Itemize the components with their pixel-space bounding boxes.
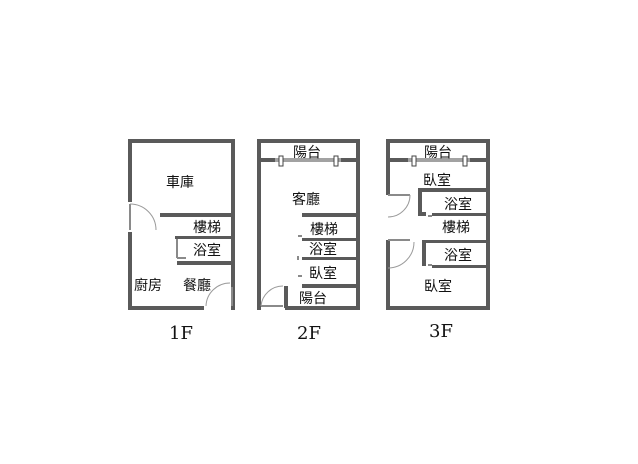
room-label-balcony-south: 陽台 (299, 291, 327, 307)
door-swing (387, 194, 411, 218)
wall (432, 213, 490, 216)
door-swing (129, 203, 157, 231)
wall (302, 284, 360, 288)
wall (128, 306, 204, 310)
wall (470, 158, 490, 162)
room-label-kitchen: 廚房 (134, 277, 162, 294)
floor-label-1f: 1F (169, 323, 193, 344)
room-label-stairs: 樓梯 (310, 222, 338, 238)
wall (284, 286, 288, 308)
floor-plan-1f: 車庫 樓梯 浴室 廚房 餐廳 1F (128, 139, 235, 344)
room-label-bathroom-south: 浴室 (444, 247, 472, 264)
wall (175, 236, 235, 239)
room-label-balcony-north: 陽台 (293, 145, 321, 161)
wall (422, 240, 426, 266)
room-label-stairs: 樓梯 (442, 220, 470, 236)
wall (486, 139, 490, 310)
room-label-bathroom: 浴室 (193, 242, 221, 259)
room-label-living-room: 客廳 (292, 191, 320, 208)
wall (285, 306, 360, 310)
window-post (411, 155, 417, 167)
wall (231, 139, 235, 310)
window-post (278, 155, 284, 167)
wall (128, 232, 132, 310)
door-swing (260, 285, 284, 307)
wall (341, 158, 360, 162)
floor-label-2f: 2F (297, 323, 321, 344)
room-label-bathroom-north: 浴室 (444, 196, 472, 213)
floor-plan-3f: 陽台 臥室 浴室 樓梯 浴室 臥室 3F (386, 139, 490, 342)
wall (386, 240, 390, 310)
window-post (333, 155, 339, 167)
wall (257, 158, 275, 162)
wall (302, 238, 360, 241)
wall (432, 265, 490, 268)
wall (386, 306, 490, 310)
wall (418, 188, 422, 214)
wall (257, 139, 261, 310)
wall (257, 139, 360, 143)
room-label-bedroom-south: 臥室 (424, 278, 452, 295)
room-label-balcony: 陽台 (424, 145, 452, 161)
room-label-dining: 餐廳 (183, 277, 211, 294)
wall (128, 139, 132, 202)
wall (386, 139, 490, 143)
floor-label-3f: 3F (429, 321, 453, 342)
wall (356, 139, 360, 310)
wall (128, 139, 235, 143)
room-label-bedroom-north: 臥室 (423, 172, 451, 189)
door-swing (387, 241, 415, 269)
room-label-stairs: 樓梯 (193, 220, 221, 236)
wall (302, 213, 360, 217)
room-label-garage: 車庫 (166, 174, 194, 191)
wall (386, 158, 408, 162)
wall (302, 257, 360, 260)
room-label-bathroom: 浴室 (309, 241, 337, 258)
wall (386, 139, 390, 195)
room-label-bedroom: 臥室 (309, 265, 337, 282)
window-post (462, 155, 468, 167)
wall (160, 213, 235, 217)
wall (418, 188, 490, 192)
wall (177, 261, 235, 265)
wall (418, 212, 426, 216)
wall (422, 240, 490, 243)
floor-plan-2f: 陽台 客廳 樓梯 浴室 臥室 陽台 2F (257, 139, 360, 344)
door-swing (205, 282, 231, 307)
